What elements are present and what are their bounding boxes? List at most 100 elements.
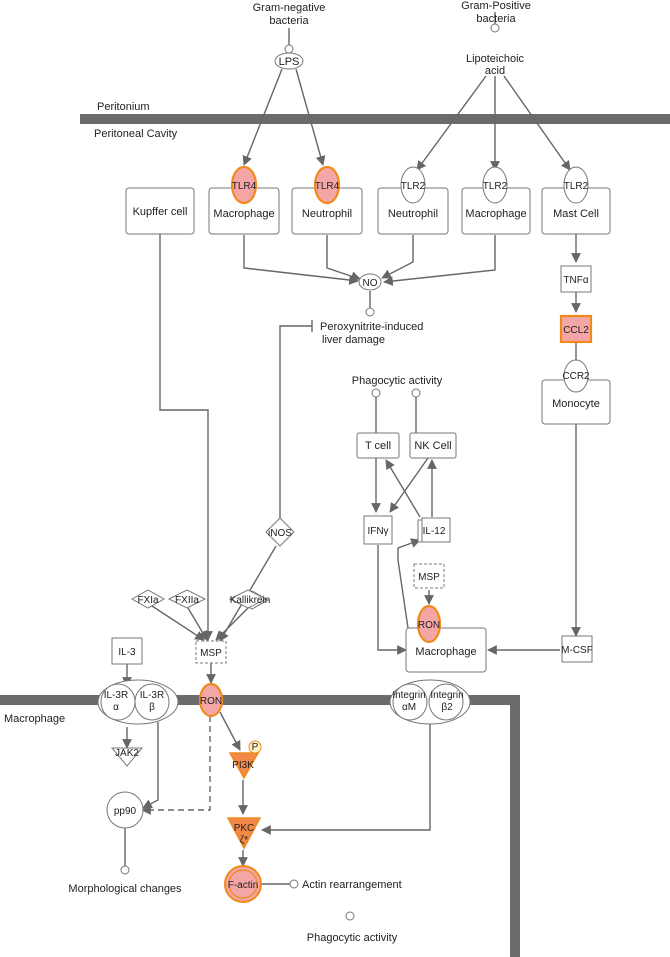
inos-label: iNOS bbox=[268, 528, 292, 539]
lps-label: LPS bbox=[279, 56, 300, 68]
peritoneal-cavity-label: Peritoneal Cavity bbox=[94, 128, 178, 140]
edge-mac-no bbox=[243, 235, 359, 285]
integrin-am-label-2: αM bbox=[402, 702, 416, 713]
tlr2-macrophage-label: TLR2 bbox=[483, 181, 508, 192]
lipoteichoic-label-1: Lipoteichoic bbox=[466, 53, 525, 65]
pp90-label: pp90 bbox=[114, 806, 137, 817]
phago2-terminal bbox=[345, 911, 355, 921]
peritonium-membrane bbox=[80, 114, 670, 124]
edge-fxia-msp bbox=[151, 605, 205, 641]
peritonium-label: Peritonium bbox=[97, 101, 150, 113]
tcell-terminal bbox=[371, 388, 381, 398]
edge-il12-tcell bbox=[385, 459, 421, 518]
phospho-badge bbox=[248, 740, 262, 754]
lipoteichoic-label-2: acid bbox=[485, 65, 505, 77]
pi3k-node bbox=[228, 752, 260, 780]
nkcell-label: NK Cell bbox=[414, 440, 451, 452]
edge-integrin-pkc bbox=[261, 722, 431, 835]
kupffer-cell-label: Kupffer cell bbox=[133, 206, 188, 218]
macrophage3-label: Macrophage bbox=[415, 646, 476, 658]
fxia-node bbox=[130, 589, 166, 609]
il3ra-label-1: IL-3R bbox=[104, 690, 128, 701]
ifng-box bbox=[363, 515, 393, 545]
il3rb-node bbox=[134, 683, 170, 721]
edge-lps-tlr4-neu bbox=[295, 68, 326, 166]
pkc-node bbox=[226, 817, 262, 850]
monocyte-label: Monocyte bbox=[552, 398, 600, 410]
phospho-label: P bbox=[252, 742, 259, 753]
neutrophil1-label: Neutrophil bbox=[302, 208, 352, 220]
edge-neu2-no bbox=[381, 235, 414, 279]
pkc-label-2: ζ* bbox=[240, 835, 248, 846]
phagocytic-activity-2-label: Phagocytic activity bbox=[307, 932, 398, 944]
actin-rearrangement-label: Actin rearrangement bbox=[302, 879, 402, 891]
neutrophil2-label: Neutrophil bbox=[388, 208, 438, 220]
edge-lta-tlr2-neu bbox=[416, 75, 487, 171]
integrin-am-label-1: Integrin bbox=[392, 690, 425, 701]
tlr2-neutrophil-label: TLR2 bbox=[401, 181, 426, 192]
edge-kallikrein-msp bbox=[215, 605, 251, 641]
inos-node bbox=[265, 517, 295, 547]
tlr4-macrophage-node bbox=[230, 165, 258, 205]
gramneg-terminal bbox=[284, 44, 294, 54]
macrophage1-label: Macrophage bbox=[213, 208, 274, 220]
il12-label: IL-12 bbox=[423, 526, 446, 537]
ron1-node bbox=[416, 604, 442, 644]
tlr2-mast-label: TLR2 bbox=[564, 181, 589, 192]
factin-terminal bbox=[289, 879, 299, 889]
edge-ron-pp90 bbox=[141, 716, 211, 815]
edge-lta-tlr2-mast bbox=[503, 75, 571, 171]
jak2-node bbox=[110, 747, 144, 767]
jak2-label: JAK2 bbox=[115, 748, 139, 759]
edge-ron-pi3k bbox=[219, 711, 241, 751]
il3rb-label-2: β bbox=[149, 702, 155, 713]
pp90-node bbox=[106, 791, 144, 829]
kallikrein-label: Kallikrein bbox=[230, 595, 271, 606]
factin-node bbox=[224, 865, 262, 903]
edge-ifng-macrophage bbox=[377, 545, 407, 655]
integrin-b2-label-2: β2 bbox=[441, 702, 453, 713]
edge-receptor-pp90 bbox=[142, 722, 159, 809]
nk-terminal bbox=[411, 388, 421, 398]
liver-damage-label-1: Peroxynitrite-induced bbox=[320, 321, 423, 333]
macrophage-membrane bbox=[0, 695, 520, 705]
factin-label: F-actin bbox=[228, 880, 259, 891]
gram-positive-label-2: bacteria bbox=[476, 13, 516, 25]
tnfa-label: TNFα bbox=[563, 275, 588, 286]
no-node bbox=[358, 273, 382, 291]
grampos-terminal bbox=[490, 23, 500, 33]
mcsf-box bbox=[561, 635, 593, 663]
ccr2-node bbox=[563, 359, 589, 393]
tlr2-neutrophil-node bbox=[400, 166, 426, 204]
msp2-label: MSP bbox=[200, 648, 222, 659]
pi3k-label: PI3K bbox=[232, 760, 254, 771]
tlr2-mast-node bbox=[563, 166, 589, 204]
msp1-label: MSP bbox=[418, 572, 440, 583]
ccl2-box bbox=[559, 314, 593, 344]
lps-node bbox=[274, 52, 304, 70]
macrophage-membrane-vertical bbox=[510, 695, 520, 957]
macrophage2-label: Macrophage bbox=[465, 208, 526, 220]
tlr4-macrophage-label: TLR4 bbox=[232, 181, 257, 192]
ccr2-label: CCR2 bbox=[562, 371, 590, 382]
edge-nk-ifng bbox=[389, 457, 429, 513]
integrin-b2-label-1: Integrin bbox=[430, 690, 463, 701]
edge-fxiia-msp bbox=[187, 607, 208, 641]
macrophage-compartment-label: Macrophage bbox=[4, 713, 65, 725]
ron2-label: RON bbox=[200, 696, 222, 707]
ccl2-label: CCL2 bbox=[563, 325, 589, 336]
tlr4-neutrophil-node bbox=[313, 165, 341, 205]
edge-kupffer-msp bbox=[159, 234, 213, 641]
edge-mac2-no bbox=[383, 235, 496, 286]
nkcell-box bbox=[409, 432, 457, 459]
tcell-box bbox=[356, 432, 400, 459]
fxiia-label: FXIIa bbox=[175, 595, 199, 606]
ifng-label: IFNγ bbox=[367, 526, 388, 537]
no-terminal bbox=[365, 307, 375, 317]
il3-label: IL-3 bbox=[118, 647, 136, 658]
edge-macrophage-il12 bbox=[397, 538, 421, 629]
il3-box bbox=[111, 637, 143, 665]
liver-damage-label-2: liver damage bbox=[322, 334, 385, 346]
morphological-changes-label: Morphological changes bbox=[68, 883, 182, 895]
